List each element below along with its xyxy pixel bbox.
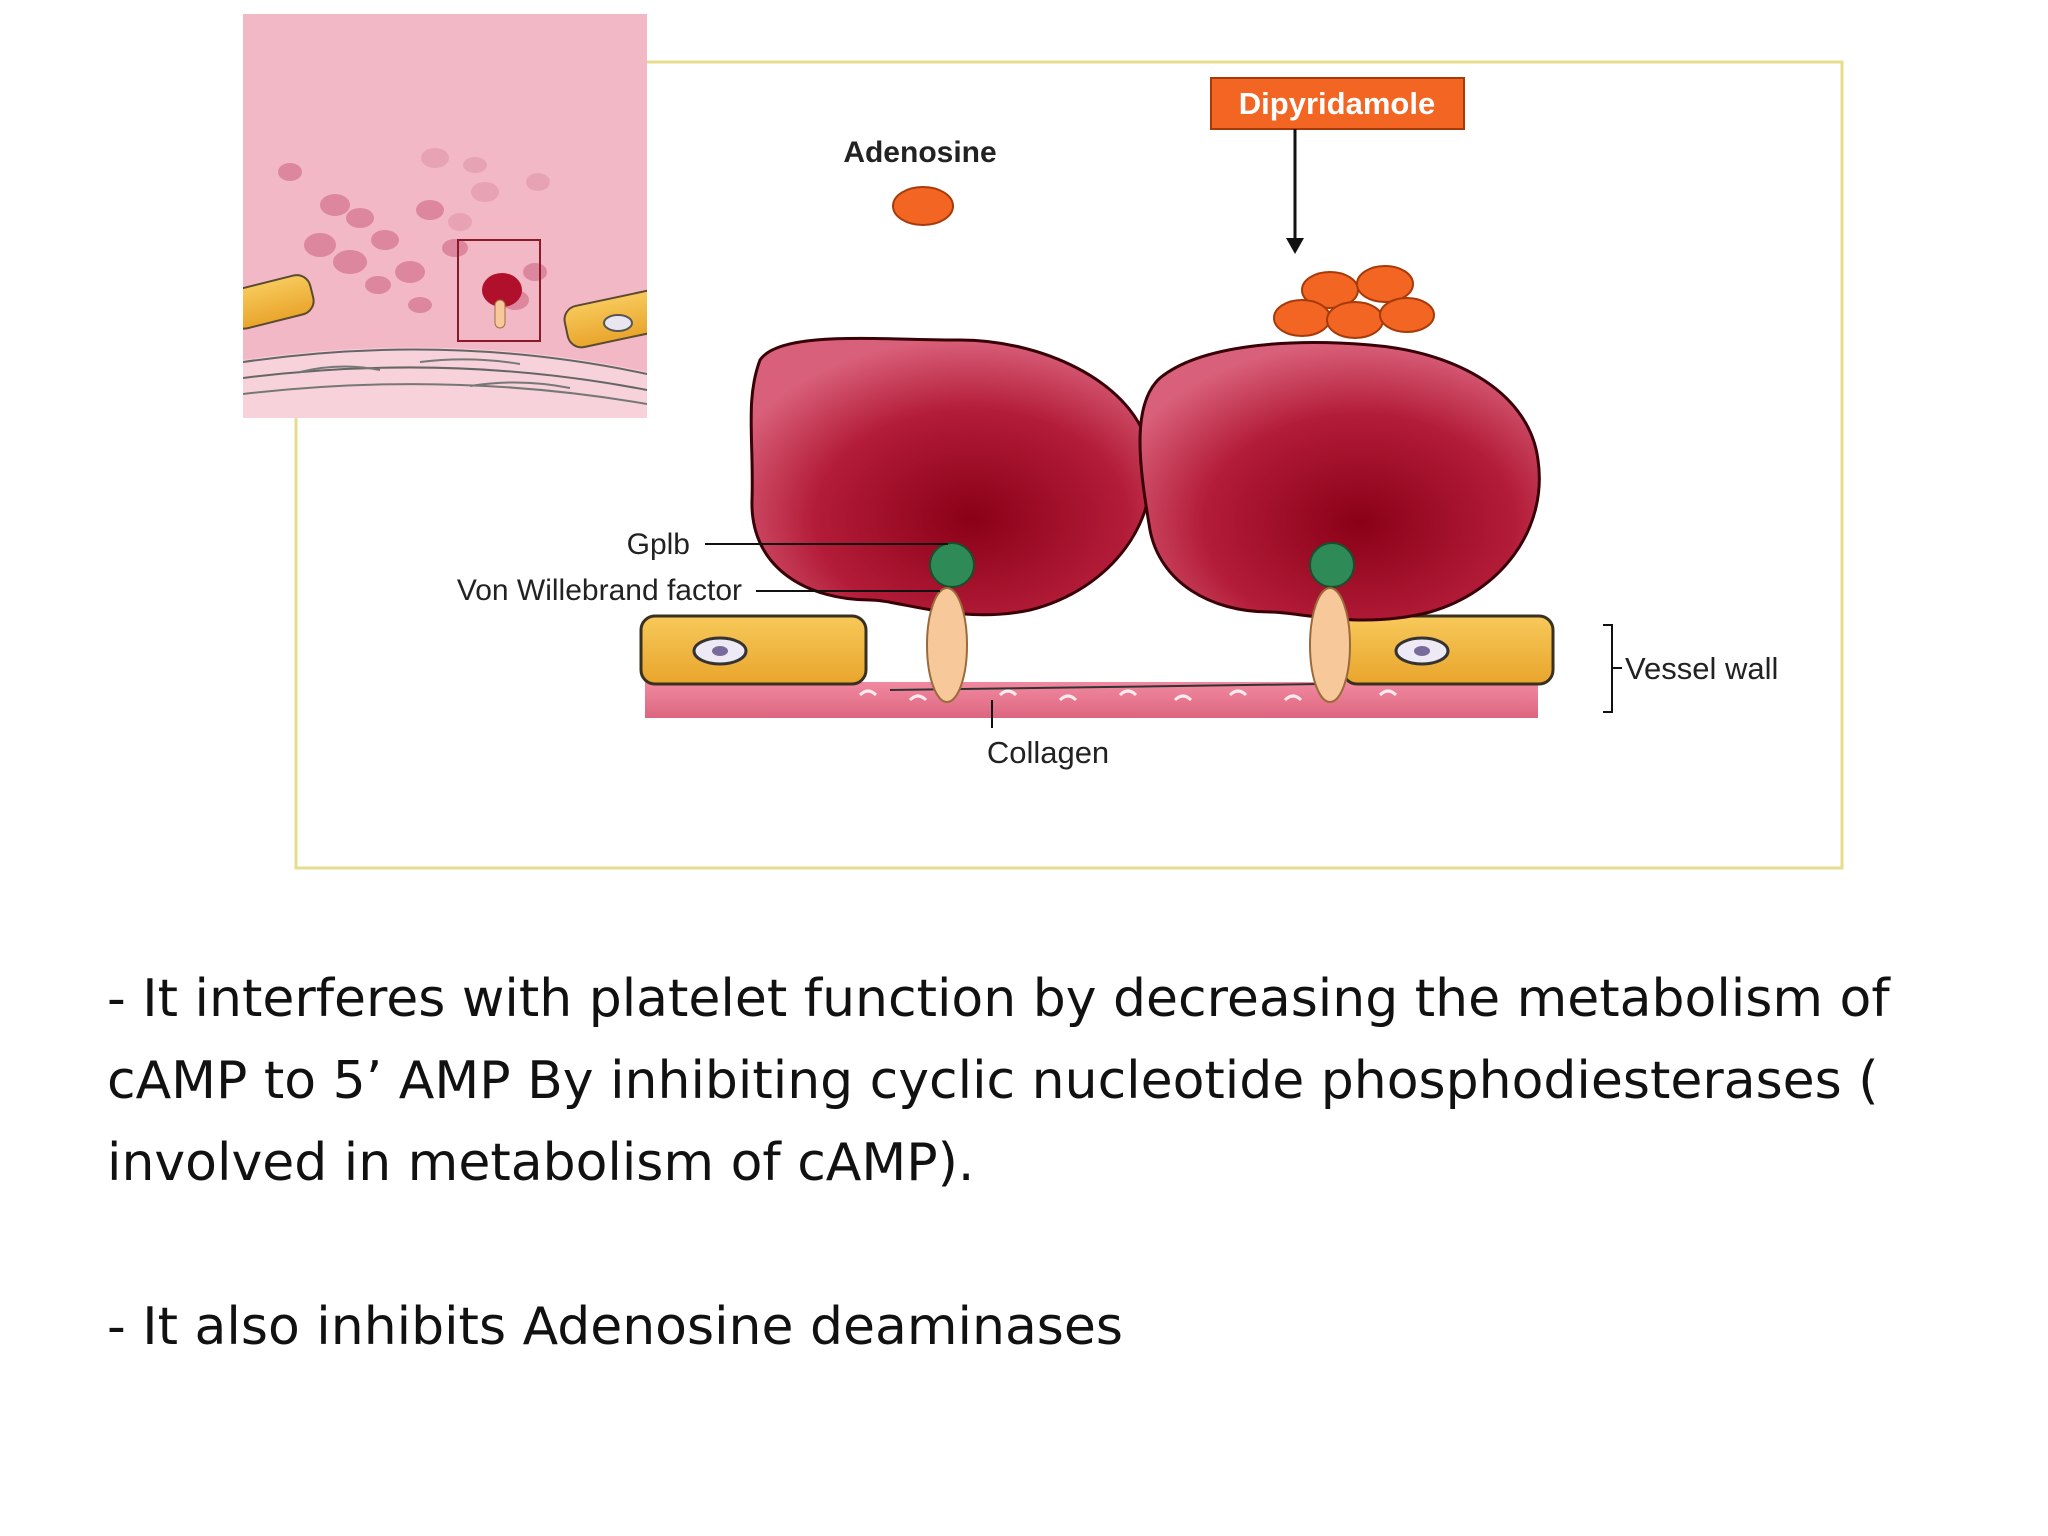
gplb-label: Gplb [627,528,690,561]
vessel-wall-bracket [1603,624,1622,713]
vwf-fiber-left [926,587,968,703]
gplb-receptor-left [929,542,975,588]
vessel-inset [243,14,647,418]
bullet-item: - It interferes with platelet function b… [107,969,1890,1193]
collagen-surface-line [889,683,1321,691]
adenosine-molecule [892,186,954,226]
platelet-adhesion-diagram: Adenosine Dipyridamole Gplb Von Willebra… [243,14,1844,870]
platelet-right [1138,341,1541,622]
vessel-wall-label: Vessel wall [1625,651,1778,686]
dipyridamole-label: Dipyridamole [1239,86,1435,121]
endothelial-cell-left [639,614,868,686]
bullet-item: - It also inhibits Adenosine deaminases [107,1297,1123,1357]
dipyridamole-box [1210,77,1465,130]
vwf-fiber-right [1309,587,1351,703]
collagen-label: Collagen [987,735,1109,770]
platelet-left [749,336,1153,617]
gplb-receptor-right [1309,542,1355,588]
bullet-list: - It interferes with platelet function b… [107,958,1967,1368]
collagen-fibers [858,689,1398,702]
vwf-label: Von Willebrand factor [457,574,742,607]
adenosine-label: Adenosine [843,136,996,169]
adenosine-cluster [1273,265,1435,339]
